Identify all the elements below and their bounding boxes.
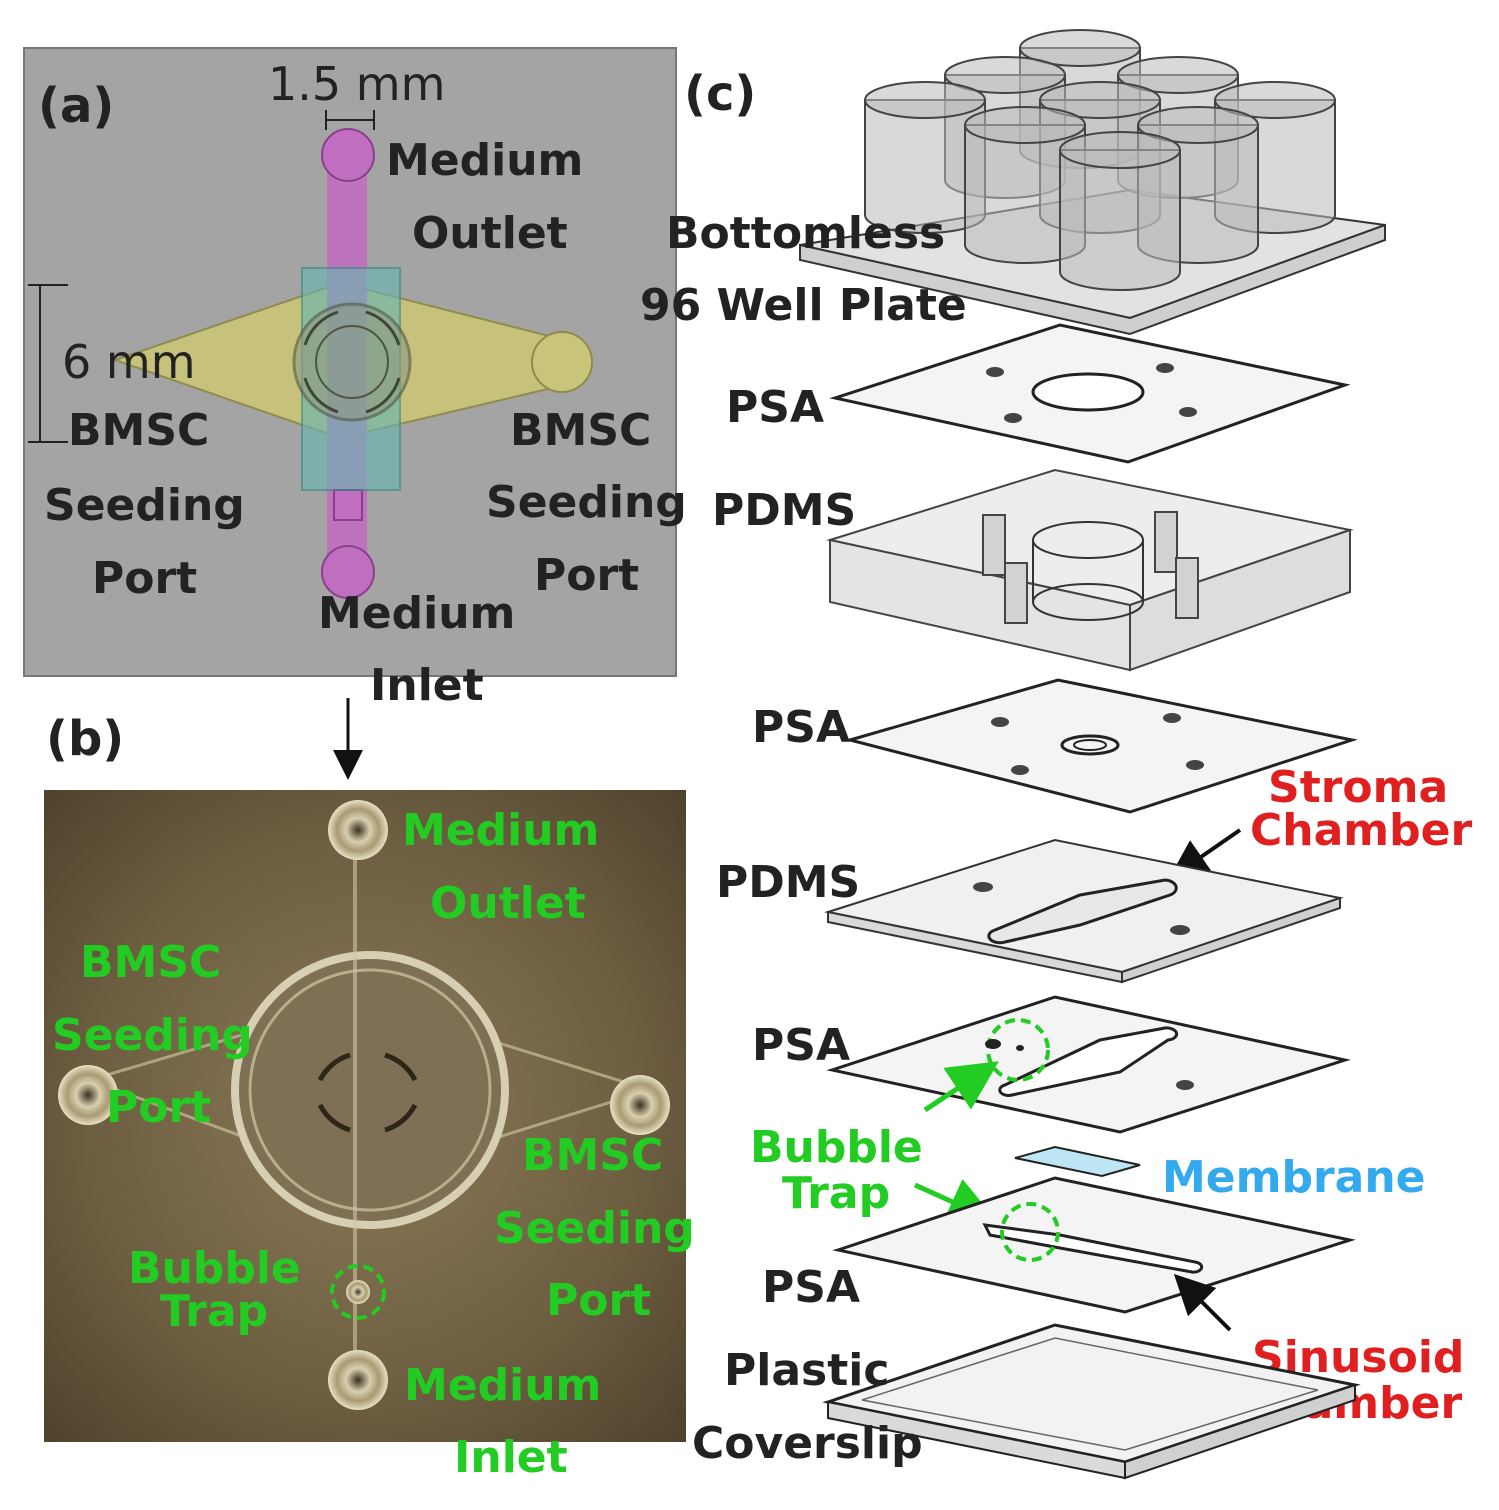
coverslip-label-line1: Plastic [724,1345,889,1396]
stroma-chamber-cutout [987,878,1178,945]
panel-c-tag: (c) [684,66,756,122]
width-dimension-label: 1.5 mm [268,57,445,111]
photo-right-port [610,1075,670,1135]
photo-outlet-label-line2: Outlet [430,878,586,929]
height-dimension-marker [28,284,68,443]
outlet-label-line1: Medium [386,135,583,186]
right-seeding-port-circle [531,331,593,393]
photo-bubble-trap-label-line1: Bubble [128,1243,301,1294]
left-port-label-line2: Seeding [44,480,245,531]
bubble-trap-arrow-upper [923,1061,999,1113]
psa1-label: PSA [726,382,824,433]
membrane-sheet [1014,1145,1141,1178]
central-chamber [292,302,412,422]
sinusoid-arrow [1173,1273,1232,1332]
left-port-label-line3: Port [92,553,197,604]
photo-central-inner [248,968,492,1212]
panel-c: (c) Bottomless 96 Well Plate [640,29,1472,1480]
right-port-label-line2: Seeding [486,477,687,528]
photo-right-port-label-line2: Seeding [494,1203,695,1254]
photo-inlet-label-line1: Medium [404,1360,601,1411]
photo-outlet-port [328,800,388,860]
photo-left-port-label-line1: BMSC [80,937,221,988]
panel-a-tag: (a) [38,78,114,134]
psa-layer-3 [826,995,1351,1134]
stroma-label-line1: Stroma [1268,762,1448,813]
wells [864,29,1336,291]
plate-base-side [799,223,1386,336]
psa3-label: PSA [752,1020,850,1071]
photo-inlet-label-line2: Inlet [454,1432,568,1483]
bubble-trap-circle-upper [986,1018,1050,1082]
outlet-port-circle [321,128,375,182]
photo-bubble-trap [346,1280,370,1304]
pdms-layer-1 [826,468,1354,672]
inlet-port-circle [321,545,375,599]
photo-left-port-label-line3: Port [106,1082,211,1133]
left-port-label-line1: BMSC [68,405,209,456]
photo-right-port-label-line1: BMSC [522,1130,663,1181]
pillar-arcs [303,310,401,414]
central-inner-ring [315,325,389,399]
bubble-trap-circle-lower [1000,1202,1060,1262]
pdms2-label: PDMS [716,857,860,908]
photo-bubble-trap-circle [330,1264,386,1320]
outlet-label-line2: Outlet [412,208,568,259]
sinusoid-chamber-cutout [982,1223,1204,1274]
panel-a: (a) 1.5 mm 6 mm Medium Outlet BMSC Seedi… [23,47,687,711]
plate-label-line1: Bottomless [666,208,945,259]
bubble-trap-label-line1: Bubble [750,1122,923,1173]
well-plate [799,29,1386,336]
bubble-trap-label-line2: Trap [782,1168,890,1219]
inlet-label-line2: Inlet [370,660,484,711]
psa2-label: PSA [752,702,850,753]
stroma-label-line2: Chamber [1250,805,1472,856]
psa4-label: PSA [762,1262,860,1313]
photo-left-port [58,1065,118,1125]
photo-inlet-port [328,1350,388,1410]
membrane-label: Membrane [1162,1152,1426,1203]
pdms-layer-2 [824,838,1344,984]
coverslip [822,1323,1361,1480]
photo-outlet-label-line1: Medium [402,805,599,856]
panel-b: (b) Medium Outlet BMSC Seeding Port BMSC… [44,711,695,1483]
width-dimension-marker [325,110,375,130]
photo-central-well [231,951,509,1229]
photo-right-port-label-line3: Port [546,1275,651,1326]
photo-left-port-label-line2: Seeding [52,1010,253,1061]
photo-pillars [317,1052,418,1133]
plate-label-line2: 96 Well Plate [640,280,967,331]
coverslip-label-line2: Coverslip [692,1418,923,1469]
psa-layer-2 [844,678,1358,814]
height-dimension-label: 6 mm [62,335,196,389]
psa-layer-4 [832,1176,1356,1314]
inlet-label-line1: Medium [318,588,515,639]
panel-b-tag: (b) [46,711,124,767]
stroma-arrow [1168,828,1242,880]
right-port-label-line1: BMSC [510,405,651,456]
psa-layer-1 [829,323,1351,464]
bubble-trap-neck [333,489,363,521]
pdms1-label: PDMS [712,485,856,536]
right-port-label-line3: Port [534,550,639,601]
photo-bubble-trap-label-line2: Trap [160,1286,268,1337]
